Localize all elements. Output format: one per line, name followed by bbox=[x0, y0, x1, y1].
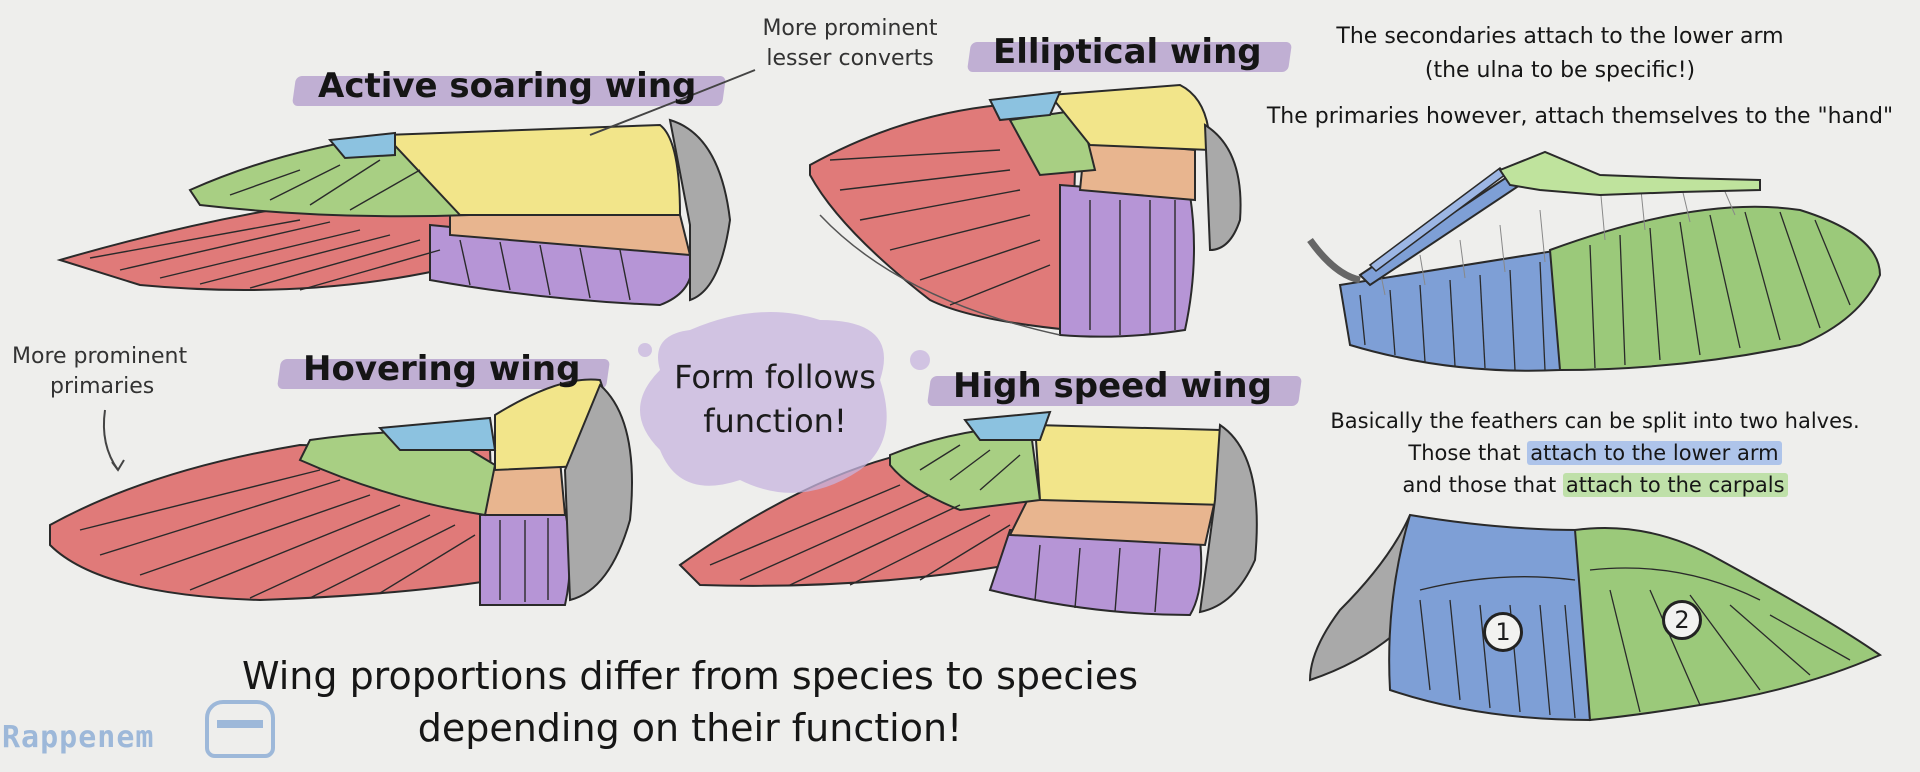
artist-logo: Rappenem bbox=[2, 720, 155, 755]
secondaries-region bbox=[988, 528, 1203, 617]
scapulars-region bbox=[1198, 423, 1258, 614]
logo-icon-visor bbox=[217, 720, 263, 728]
form-follows-line1: Form follows bbox=[674, 358, 876, 396]
hovering-wing bbox=[49, 378, 633, 606]
scapulars-region bbox=[1308, 514, 1411, 682]
label-hovering: Hovering wing bbox=[285, 345, 598, 393]
carpal-bones bbox=[1498, 150, 1761, 197]
scapulars-region bbox=[1203, 123, 1242, 252]
split-line1: Basically the feathers can be split into… bbox=[1330, 409, 1860, 433]
label-high-speed: High speed wing bbox=[935, 362, 1290, 410]
greater-coverts-region bbox=[298, 430, 497, 517]
carpal-half-region bbox=[1573, 527, 1883, 722]
split-note: Basically the feathers can be split into… bbox=[1290, 405, 1900, 501]
scapulars-region bbox=[563, 383, 633, 602]
secondaries-arm-region bbox=[1338, 248, 1561, 372]
label-active-soaring: Active soaring wing bbox=[300, 62, 714, 110]
lesser-note-line2: lesser converts bbox=[766, 46, 934, 71]
skeleton-wing bbox=[1307, 150, 1882, 372]
primaries-note: More prominent primaries bbox=[12, 342, 222, 402]
form-follows-function: Form follows function! bbox=[665, 355, 885, 443]
radius-bone bbox=[1368, 167, 1508, 272]
split-line3-highlight: attach to the carpals bbox=[1562, 473, 1788, 497]
label-elliptical: Elliptical wing bbox=[975, 28, 1280, 76]
elliptical-wing bbox=[809, 83, 1242, 338]
secondaries-note: The secondaries attach to the lower arm … bbox=[1295, 20, 1825, 88]
primaries-hand-note: The primaries however, attach themselves… bbox=[1266, 104, 1894, 129]
secondaries-region bbox=[1059, 183, 1195, 338]
primaries-note-line2: primaries bbox=[50, 374, 155, 399]
alula-region bbox=[988, 90, 1062, 122]
active-soaring-wing bbox=[56, 118, 732, 307]
marker-1: 1 bbox=[1483, 612, 1523, 652]
split-line2: Those that attach to the lower arm bbox=[1290, 437, 1900, 469]
primaries-region bbox=[56, 203, 472, 291]
primaries-pointer bbox=[102, 409, 119, 471]
lesser-note-line1: More prominent bbox=[762, 16, 938, 41]
split-line2-highlight: attach to the lower arm bbox=[1527, 441, 1782, 465]
paint-splat bbox=[640, 312, 887, 493]
secondaries-line2: (the ulna to be specific!) bbox=[1424, 58, 1696, 83]
caption-line2: depending on their function! bbox=[417, 706, 963, 750]
caption-line1: Wing proportions differ from species to … bbox=[241, 654, 1138, 698]
main-caption: Wing proportions differ from species to … bbox=[240, 650, 1140, 754]
lesser-coverts-region bbox=[1033, 423, 1230, 507]
lesser-coverts-region bbox=[382, 123, 682, 216]
secondaries-line1: The secondaries attach to the lower arm bbox=[1336, 24, 1784, 49]
primaries-note-line1: More prominent bbox=[12, 344, 188, 369]
alula-region bbox=[328, 131, 396, 160]
form-follows-line2: function! bbox=[703, 402, 847, 440]
humerus-stub bbox=[1307, 237, 1361, 284]
split-line3: and those that attach to the carpals bbox=[1290, 469, 1900, 501]
alula-region bbox=[963, 410, 1052, 441]
high-speed-wing bbox=[678, 410, 1258, 617]
split-line2-prefix: Those that bbox=[1408, 441, 1528, 465]
alula-region bbox=[377, 416, 497, 451]
logo-icon bbox=[205, 700, 275, 758]
primaries-hand-region bbox=[1548, 205, 1882, 372]
primaries-region bbox=[809, 103, 1077, 332]
scapulars-region bbox=[668, 118, 732, 302]
lesser-coverts-note: More prominent lesser converts bbox=[735, 14, 965, 74]
marker-2: 2 bbox=[1662, 600, 1702, 640]
split-line3-prefix: and those that bbox=[1402, 473, 1563, 497]
two-halves-wing bbox=[1308, 513, 1883, 722]
